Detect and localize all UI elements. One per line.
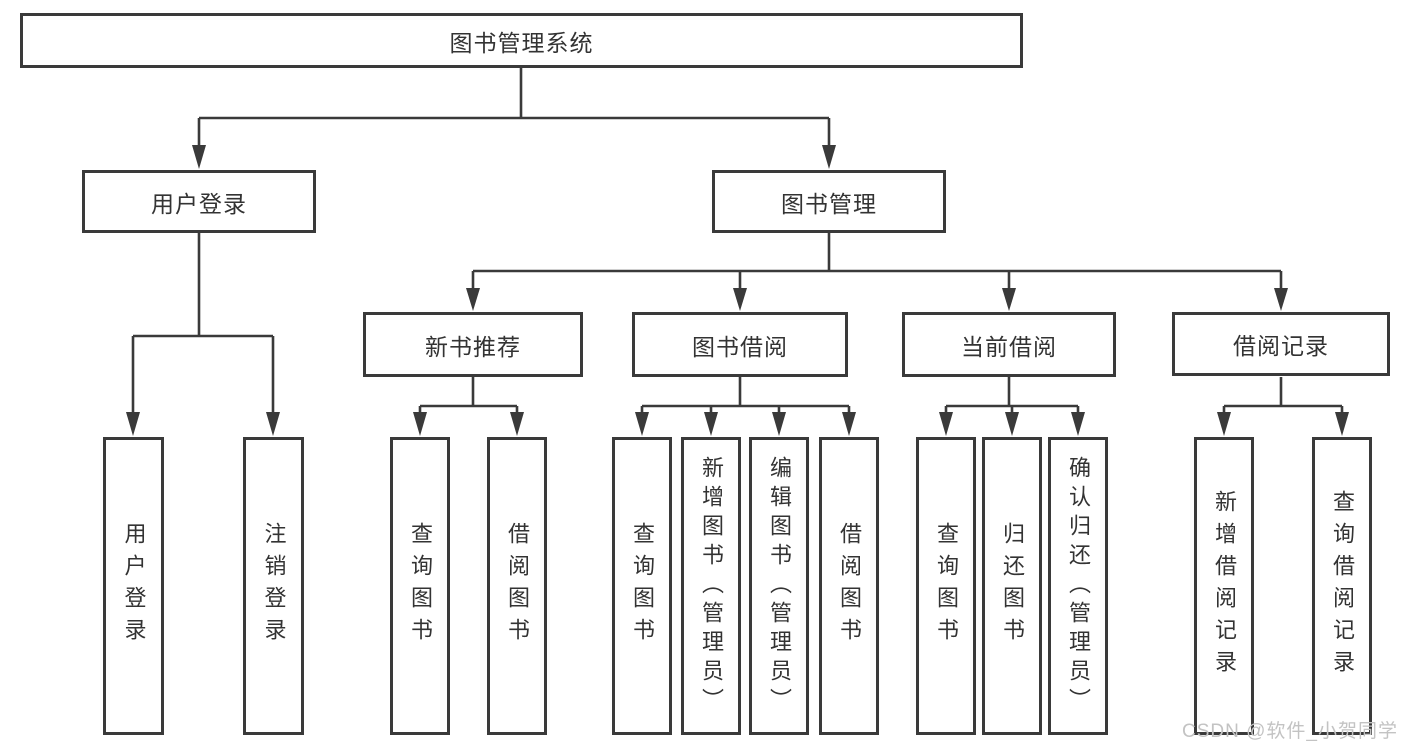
leaf-recommend-borrow-books: 借阅图书 [487, 437, 547, 735]
leaf-logout: 注销登录 [243, 437, 304, 735]
node-borrow-label: 图书借阅 [692, 333, 788, 360]
leaf-current-query-books: 查询图书 [916, 437, 976, 735]
watermark: CSDN @软件_小贺同学 [1182, 721, 1398, 742]
leaf-borrow-edit-books-admin: 编辑图书（管理员） [749, 437, 809, 735]
node-current-label: 当前借阅 [961, 333, 1057, 360]
arrowheads [126, 145, 1349, 436]
leaf-current-confirm-return-admin: 确认归还（管理员） [1048, 437, 1108, 735]
leaf-borrow-borrow-books: 借阅图书 [819, 437, 879, 735]
node-user-login: 用户登录 [82, 170, 316, 233]
leaf-user-login: 用户登录 [103, 437, 164, 735]
node-borrow: 图书借阅 [632, 312, 848, 377]
node-records: 借阅记录 [1172, 312, 1390, 376]
leaf-records-query-record: 查询借阅记录 [1312, 437, 1372, 735]
node-recommend-label: 新书推荐 [425, 333, 521, 360]
leaf-borrow-query-books: 查询图书 [612, 437, 672, 735]
node-book-mgmt: 图书管理 [712, 170, 946, 233]
node-book-mgmt-label: 图书管理 [781, 190, 877, 217]
node-current: 当前借阅 [902, 312, 1116, 377]
node-user-login-label: 用户登录 [151, 190, 247, 217]
leaf-recommend-query-books: 查询图书 [390, 437, 450, 735]
leaf-current-return-books: 归还图书 [982, 437, 1042, 735]
leaf-borrow-add-books-admin: 新增图书（管理员） [681, 437, 741, 735]
node-root: 图书管理系统 [20, 13, 1023, 68]
leaf-records-add-record: 新增借阅记录 [1194, 437, 1254, 735]
node-recommend: 新书推荐 [363, 312, 583, 377]
node-records-label: 借阅记录 [1233, 333, 1329, 359]
node-root-label: 图书管理系统 [449, 29, 594, 56]
